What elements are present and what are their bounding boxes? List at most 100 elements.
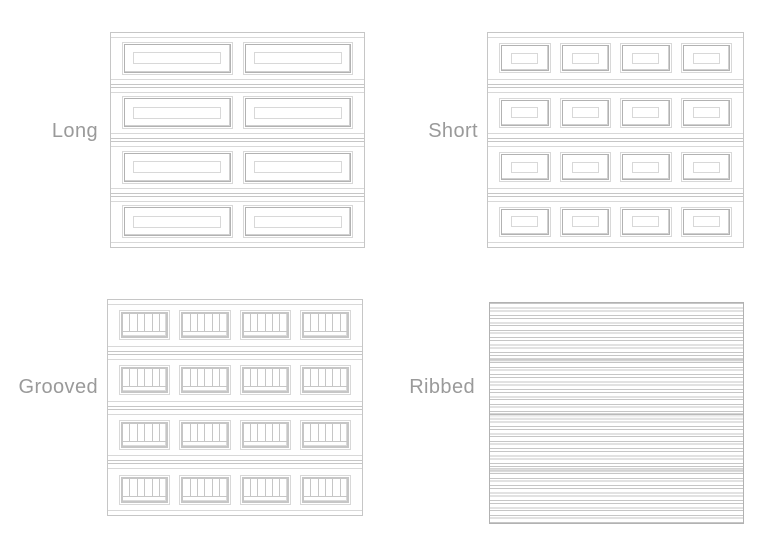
groove-cell (198, 423, 206, 442)
groove-cell (138, 314, 146, 333)
groove-strips (244, 314, 287, 333)
groove-cell (160, 424, 166, 442)
groove-cell (311, 369, 319, 388)
groove-baseline (243, 440, 287, 442)
groove-cell (183, 423, 191, 442)
panel-inner-rect (632, 52, 660, 64)
panel-inner-rect (511, 52, 539, 64)
groove-cell (213, 369, 221, 388)
groove-strips (123, 423, 166, 442)
groove-strips (304, 314, 347, 333)
groove-cell (220, 479, 226, 497)
groove-cell (326, 423, 334, 442)
groove-cell (341, 424, 347, 442)
groove-cell (205, 314, 213, 333)
groove-cell (191, 369, 198, 388)
groove-cell (266, 314, 273, 333)
groove-baseline (123, 495, 167, 497)
door-panel-short-raised-panel (680, 152, 732, 183)
door-panel-long-raised-panel (242, 41, 353, 75)
panel-bevel-frame (561, 154, 609, 181)
groove-cell (205, 423, 213, 442)
groove-cell (273, 369, 281, 388)
groove-cell (326, 478, 334, 497)
groove-cell (145, 369, 153, 388)
door-section (488, 142, 743, 193)
panel-bevel-frame (682, 208, 730, 235)
door-preview-short (487, 32, 744, 248)
panel-inner-rect (632, 107, 660, 119)
groove-cell (244, 314, 251, 333)
groove-cell (138, 423, 146, 442)
door-panel-grooved-panel (239, 365, 291, 396)
groove-cell (191, 478, 198, 497)
groove-panel-frame (121, 476, 169, 503)
groove-cell (145, 314, 153, 333)
groove-cell (145, 423, 153, 442)
groove-baseline (183, 440, 227, 442)
groove-cell (266, 423, 273, 442)
ribbed-section-joint (490, 358, 743, 363)
door-panel-long-raised-panel (242, 205, 353, 239)
door-panel-grooved-panel (119, 365, 171, 396)
groove-baseline (303, 331, 347, 333)
door-section (488, 88, 743, 139)
style-label-grooved: Grooved (18, 376, 98, 398)
groove-cell (123, 369, 131, 388)
panel-inner-rect (511, 161, 539, 173)
groove-strips (123, 478, 166, 497)
groove-cell (183, 314, 191, 333)
groove-cell (280, 314, 286, 332)
panel-inner-rect (571, 107, 599, 119)
groove-cell (138, 369, 146, 388)
groove-cell (153, 314, 160, 333)
groove-cell (153, 478, 160, 497)
panel-bevel-frame (561, 99, 609, 126)
panel-bevel-frame (622, 99, 670, 126)
groove-cell (333, 423, 341, 442)
groove-cell (251, 369, 259, 388)
groove-cell (273, 423, 281, 442)
style-label-short: Short (428, 120, 478, 142)
groove-cell (130, 478, 138, 497)
groove-cell (205, 369, 213, 388)
panel-inner-rect (253, 161, 342, 174)
door-panel-short-raised-panel (680, 43, 732, 74)
groove-cell (311, 314, 319, 333)
door-panel-grooved-panel (239, 419, 291, 450)
groove-cell (341, 369, 347, 387)
groove-panel-frame (301, 312, 349, 339)
groove-cell (244, 423, 251, 442)
groove-strips (244, 423, 287, 442)
groove-cell (273, 314, 281, 333)
groove-cell (304, 478, 312, 497)
groove-strips (183, 369, 226, 388)
groove-cell (220, 314, 226, 332)
door-section (111, 88, 364, 139)
door-panel-short-raised-panel (499, 206, 551, 237)
groove-cell (198, 478, 206, 497)
panel-inner-rect (571, 216, 599, 228)
door-panel-short-raised-panel (499, 97, 551, 128)
door-section (108, 464, 362, 515)
groove-baseline (123, 386, 167, 388)
groove-baseline (123, 331, 167, 333)
groove-cell (198, 314, 206, 333)
groove-baseline (303, 495, 347, 497)
groove-cell (244, 478, 251, 497)
ribbed-section-joint (490, 468, 743, 473)
groove-cell (280, 479, 286, 497)
section-joint (488, 192, 743, 197)
groove-cell (266, 478, 273, 497)
panel-bevel-frame (622, 45, 670, 72)
panel-bevel-frame (682, 154, 730, 181)
section-joint (108, 460, 362, 465)
groove-cell (333, 478, 341, 497)
groove-cell (304, 369, 312, 388)
groove-cell (220, 424, 226, 442)
groove-cell (311, 478, 319, 497)
groove-strips (244, 478, 287, 497)
groove-cell (244, 369, 251, 388)
groove-cell (251, 314, 259, 333)
panel-bevel-frame (244, 207, 351, 237)
